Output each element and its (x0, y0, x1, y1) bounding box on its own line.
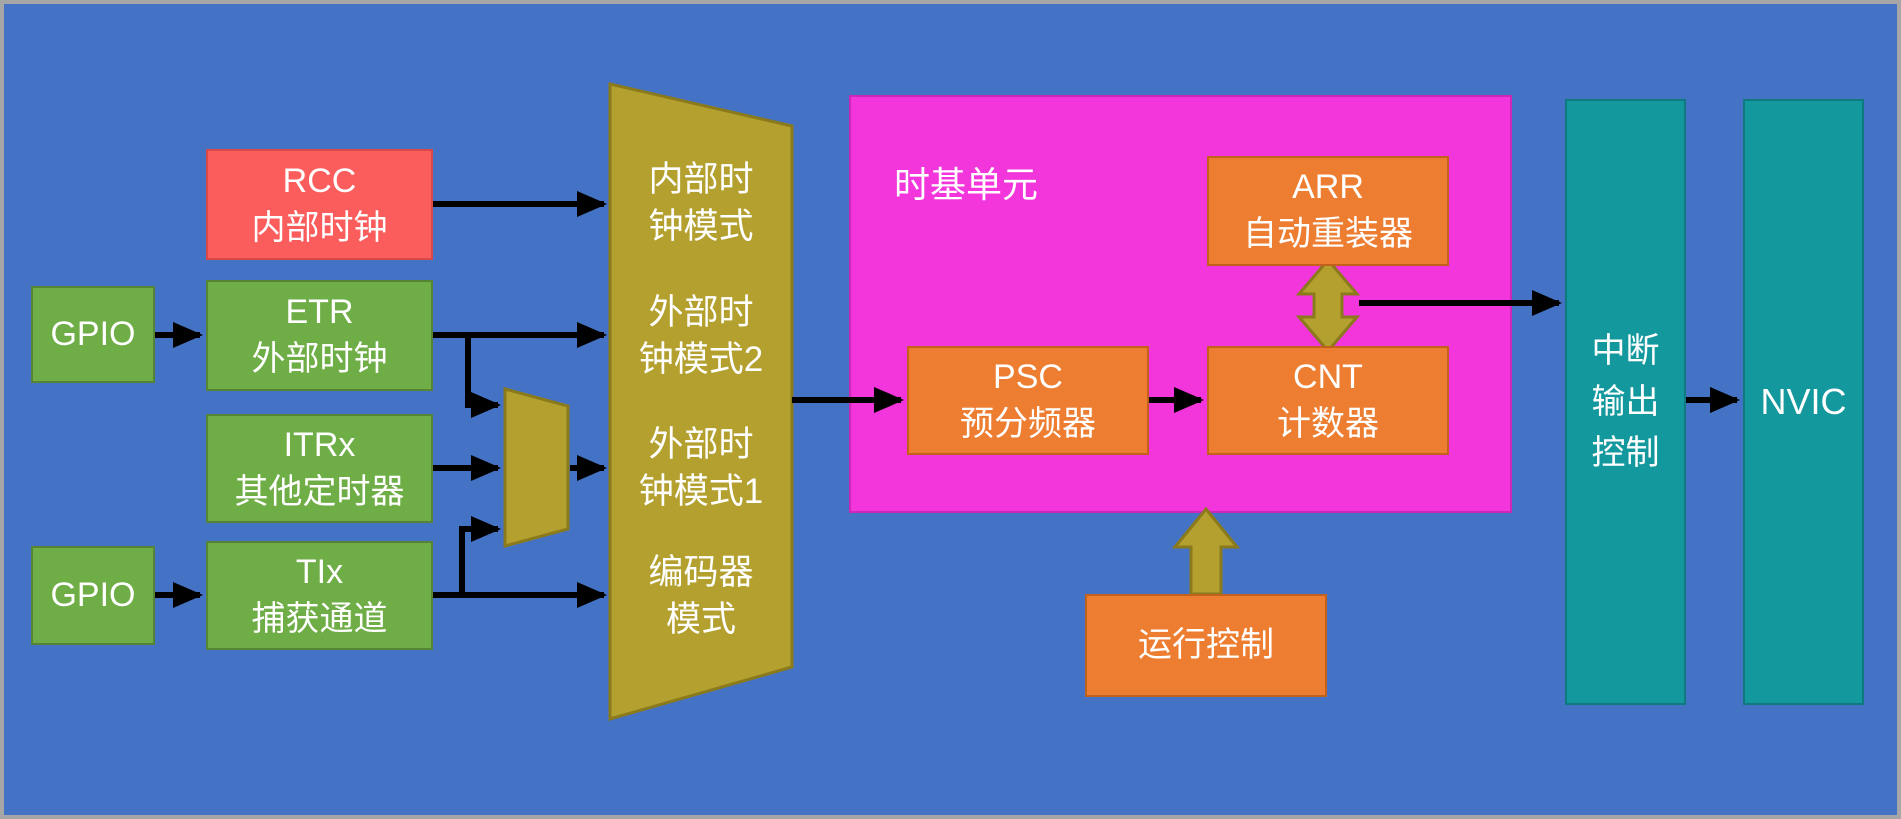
psc-prescaler-box: PSC 预分频器 (907, 346, 1149, 455)
cnt-label: CNT 计数器 (1277, 357, 1379, 443)
mode-encoder-label: 编码器 模式 (648, 553, 754, 640)
arrow-tix-branch-to-trigger-mux (459, 516, 501, 595)
itrx-label: ITRx 其他定时器 (234, 425, 405, 511)
tix-label: TIx 捕获通道 (251, 552, 388, 638)
mode-external-clock-2-label: 外部时 钟模式2 (638, 293, 764, 380)
cnt-counter-box: CNT 计数器 (1207, 346, 1449, 455)
gpio-top-label: GPIO (50, 315, 136, 354)
etr-external-clock-box: ETR 外部时钟 (206, 280, 433, 391)
gpio-top-box: GPIO (31, 286, 155, 383)
gpio-bottom-box: GPIO (31, 546, 155, 645)
gpio-bottom-label: GPIO (50, 576, 136, 615)
run-control-label: 运行控制 (1138, 626, 1274, 665)
rcc-internal-clock-box: RCC 内部时钟 (206, 149, 433, 260)
run-control-up-arrow (1171, 506, 1241, 596)
nvic-label: NVIC (1760, 381, 1847, 423)
interrupt-output-control-box: 中断 输出 控制 (1565, 99, 1686, 705)
mode-internal-clock-label: 内部时 钟模式 (648, 160, 754, 247)
mode-external-clock-1-label: 外部时 钟模式1 (638, 425, 764, 512)
itrx-other-timer-box: ITRx 其他定时器 (206, 414, 433, 523)
etr-label: ETR 外部时钟 (251, 292, 388, 378)
arrow-etr-branch-to-trigger-mux (465, 335, 501, 418)
tix-capture-channel-box: TIx 捕获通道 (206, 541, 433, 650)
run-control-box: 运行控制 (1085, 594, 1327, 697)
interrupt-output-control-label: 中断 输出 控制 (1591, 331, 1660, 472)
time-base-unit-title: 时基单元 (894, 164, 1039, 205)
rcc-label: RCC 内部时钟 (251, 161, 388, 247)
arr-label: ARR 自动重装器 (1243, 168, 1413, 253)
nvic-box: NVIC (1743, 99, 1864, 705)
psc-label: PSC 预分频器 (960, 357, 1096, 443)
arr-auto-reload-box: ARR 自动重装器 (1207, 156, 1449, 266)
trigger-mux-trapezoid (503, 387, 570, 548)
